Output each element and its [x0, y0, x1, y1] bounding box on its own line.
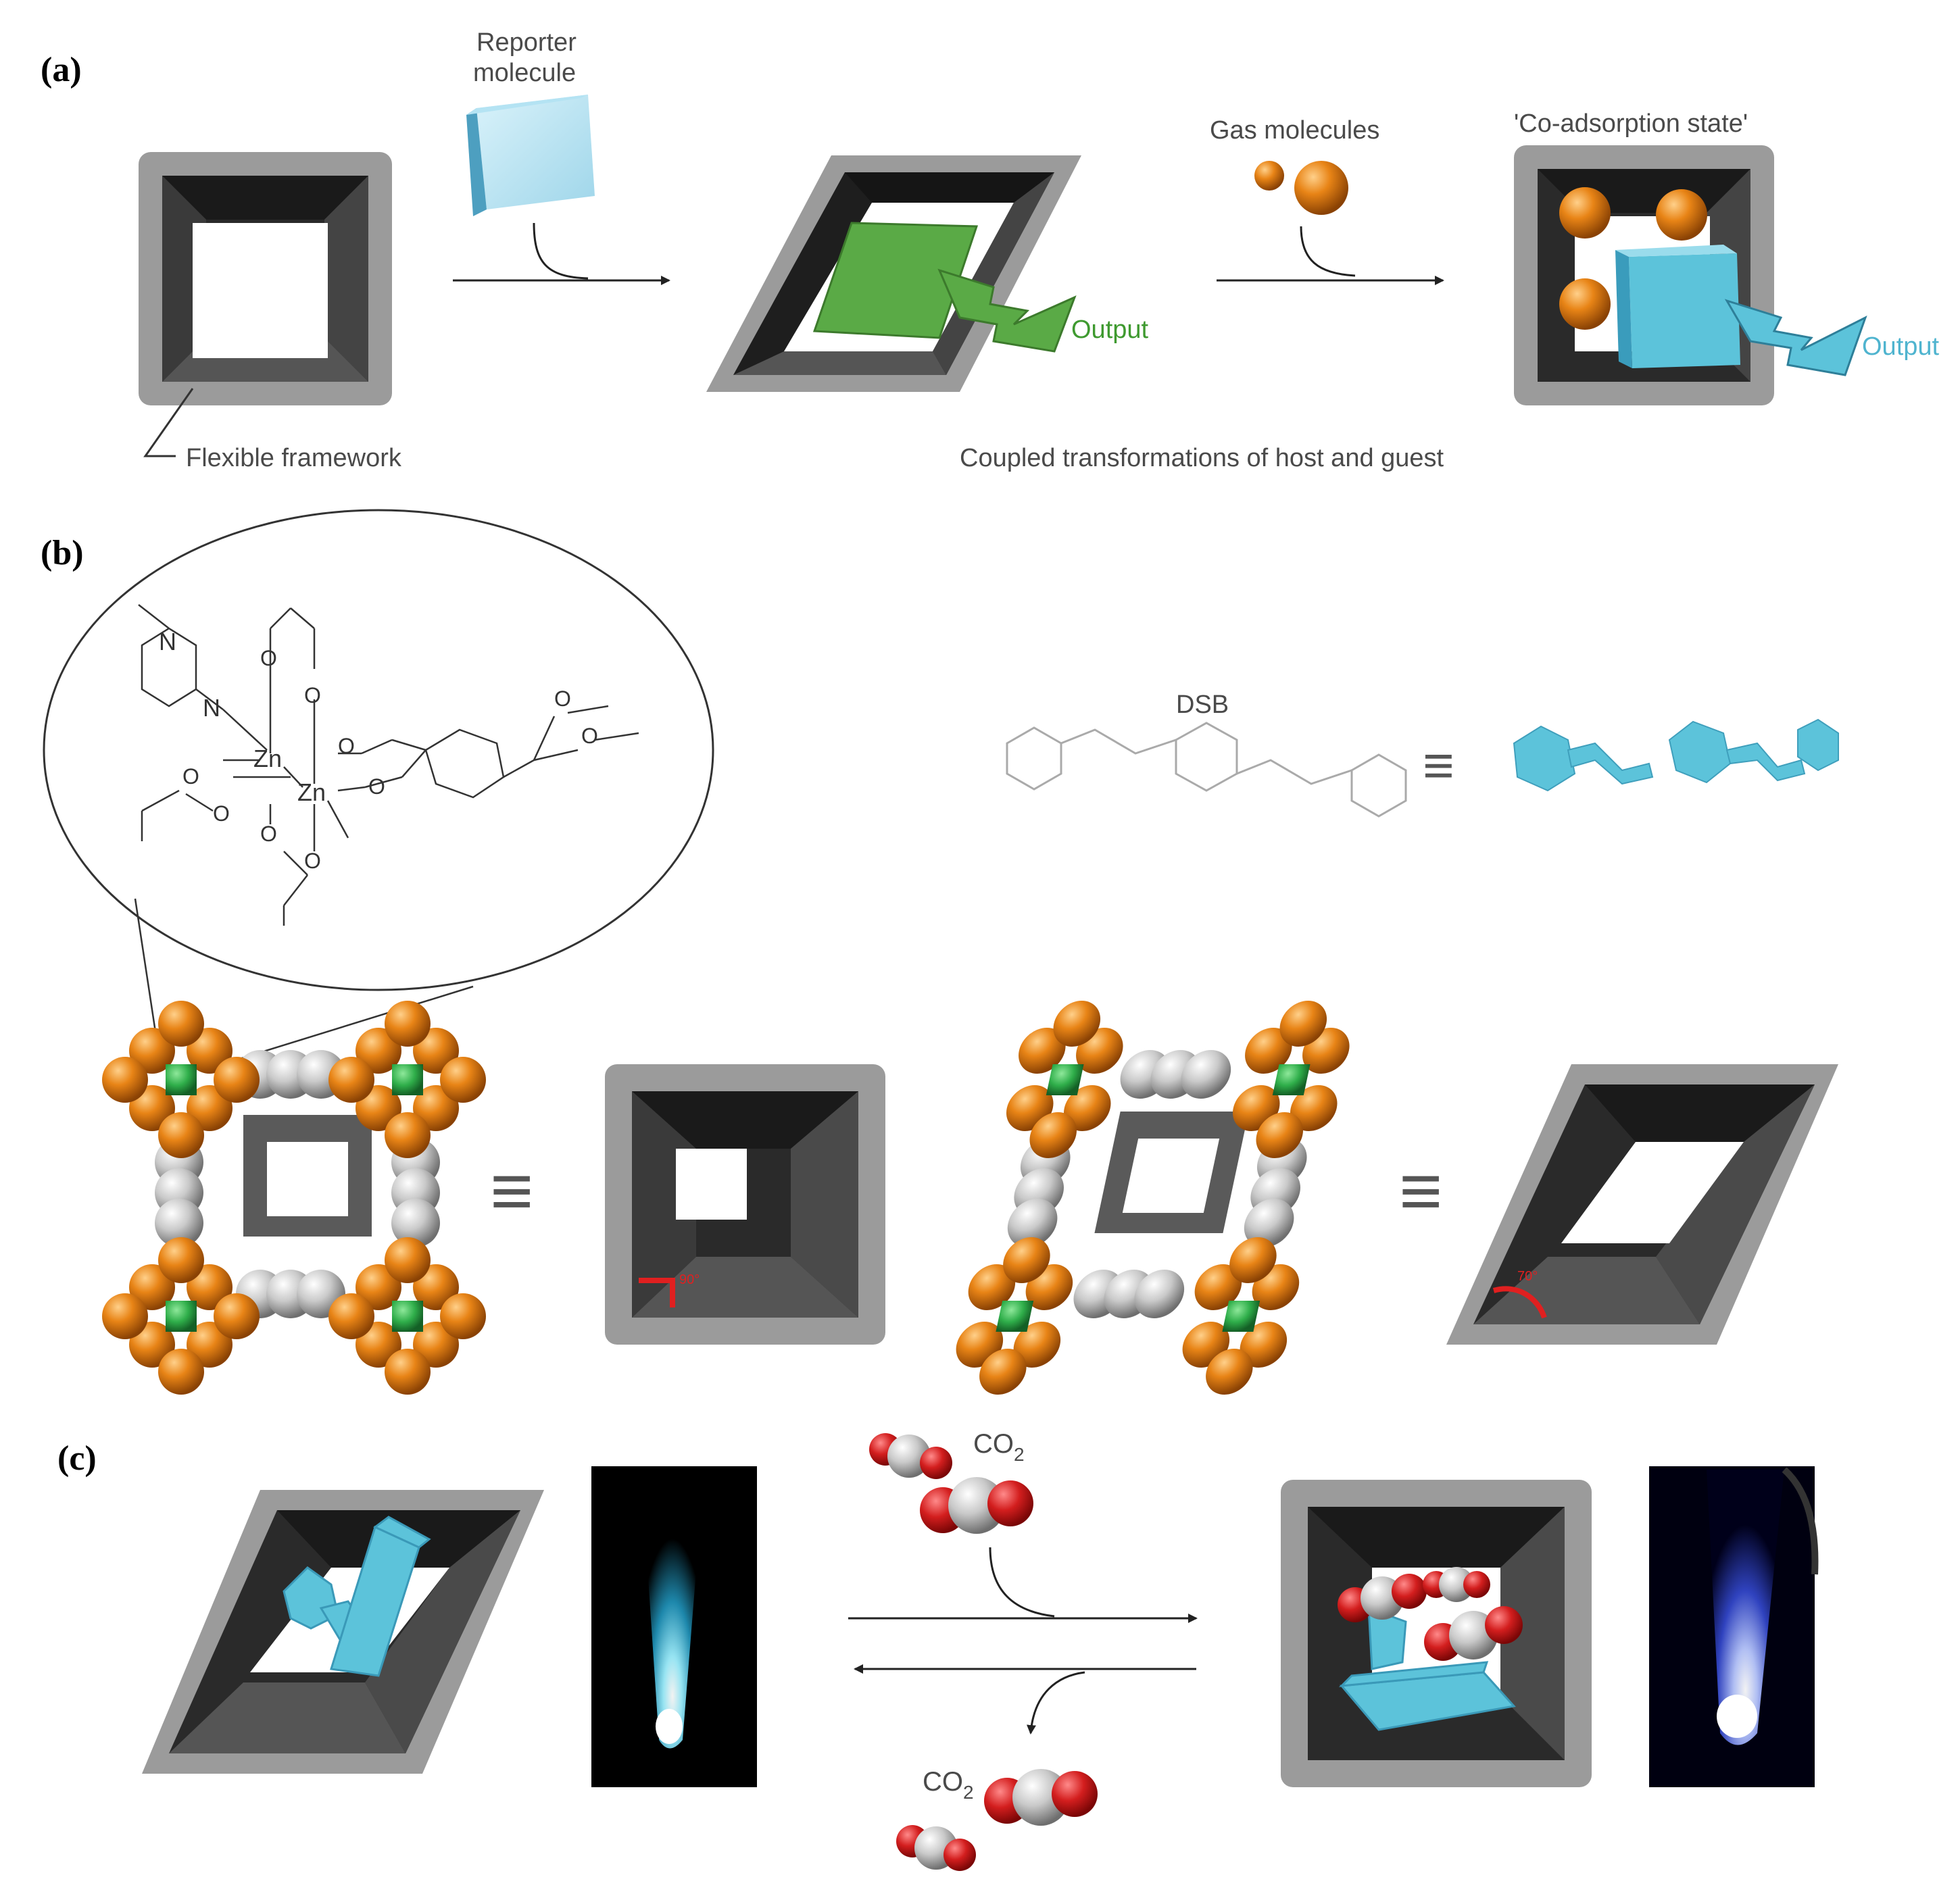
- co2-label-top: CO2: [973, 1429, 1025, 1465]
- output-green-label: Output: [1071, 316, 1149, 344]
- co2-in-pore-3: [1424, 1606, 1523, 1661]
- reporter-curve-arrow: [533, 222, 589, 280]
- reporter-label-line1: Reporter: [476, 28, 577, 57]
- gas-molecule-small: [1254, 161, 1284, 191]
- atom-o-6: O: [213, 801, 230, 826]
- atom-o-4: O: [368, 774, 385, 799]
- green-guest-sheet: [812, 222, 979, 339]
- flexible-framework-leader: [143, 388, 194, 457]
- atom-o-3: O: [338, 734, 355, 758]
- paddlewheel-structure: [138, 604, 639, 926]
- co2-in-pore-1: [1338, 1574, 1427, 1622]
- reporter-label-line2: molecule: [473, 59, 576, 87]
- adsorbed-gas-2: [1656, 189, 1707, 241]
- zoom-ellipse: [43, 509, 714, 991]
- dsb-guest-in-rhombus: [283, 1516, 431, 1677]
- atom-zn2: Zn: [297, 778, 326, 806]
- equiv-square: ≡: [490, 1149, 533, 1232]
- adsorbed-gas-3: [1559, 278, 1611, 330]
- co2-molecule-bottom-large: [984, 1769, 1098, 1826]
- angle-right-label: 70°: [1517, 1269, 1538, 1284]
- rhombus-frame-b: [1446, 1064, 1838, 1345]
- gas-molecule-large: [1294, 161, 1348, 215]
- flexible-framework-label: Flexible framework: [186, 444, 402, 472]
- gas-molecules-label: Gas molecules: [1210, 116, 1379, 145]
- coadsorption-label: 'Co-adsorption state': [1514, 109, 1748, 138]
- reporter-cube: [466, 95, 595, 216]
- square-frame-b: [605, 1064, 885, 1345]
- luminescence-photo-left: [591, 1466, 757, 1787]
- blue-output-bolt: [1724, 299, 1867, 376]
- co2-in-pore-2: [1423, 1567, 1490, 1602]
- dsb-3d-model: [1513, 718, 1839, 792]
- atom-n2: N: [203, 694, 220, 722]
- coupled-label: Coupled transformations of host and gues…: [960, 444, 1444, 472]
- equiv-rhombus: ≡: [1399, 1149, 1442, 1232]
- adsorbed-gas-1: [1559, 187, 1611, 239]
- co2-molecule-bottom-small: [896, 1825, 976, 1871]
- co2-label-bottom: CO2: [923, 1767, 974, 1803]
- acute-angle-marker: [1492, 1286, 1547, 1319]
- gas-curve-arrow: [1300, 226, 1356, 277]
- atom-n1: N: [159, 628, 176, 655]
- atom-o-2: O: [304, 683, 321, 707]
- co2-molecule-top-large: [920, 1477, 1033, 1534]
- green-output-bolt: [937, 268, 1077, 353]
- dsb-structure: [1006, 722, 1407, 818]
- zn-paddlewheel-nodes-square: [102, 1001, 486, 1395]
- flexible-framework-square: [139, 152, 392, 405]
- dsb-guest-in-square: [1338, 1606, 1516, 1731]
- co2-molecule-top-small: [869, 1433, 952, 1479]
- panel-c-label: (c): [57, 1439, 97, 1478]
- luminescence-photo-right: [1649, 1466, 1819, 1787]
- dsb-equiv: ≡: [1423, 735, 1454, 795]
- atom-o-5: O: [182, 764, 199, 789]
- atom-o-8: O: [304, 849, 321, 873]
- atom-o-7: O: [260, 822, 277, 846]
- output-blue-label: Output: [1862, 332, 1940, 361]
- space-filling-mof-rhombus: [956, 1001, 1350, 1395]
- atom-o-1: O: [260, 646, 277, 670]
- panel-a-label: (a): [41, 51, 82, 89]
- zoom-line-right: [232, 985, 474, 1062]
- panel-b-label: (b): [41, 534, 84, 572]
- atom-o-10: O: [581, 724, 598, 748]
- dsb-label: DSB: [1176, 691, 1229, 719]
- atom-o-9: O: [554, 687, 571, 711]
- co2-in-curve: [989, 1547, 1055, 1618]
- adsorbed-reporter-cube: [1615, 245, 1740, 368]
- co2-out-curve: [1027, 1671, 1085, 1735]
- right-angle-marker: [639, 1278, 675, 1307]
- atom-zn1: Zn: [253, 745, 282, 772]
- angle-left-label: 90°: [679, 1272, 700, 1287]
